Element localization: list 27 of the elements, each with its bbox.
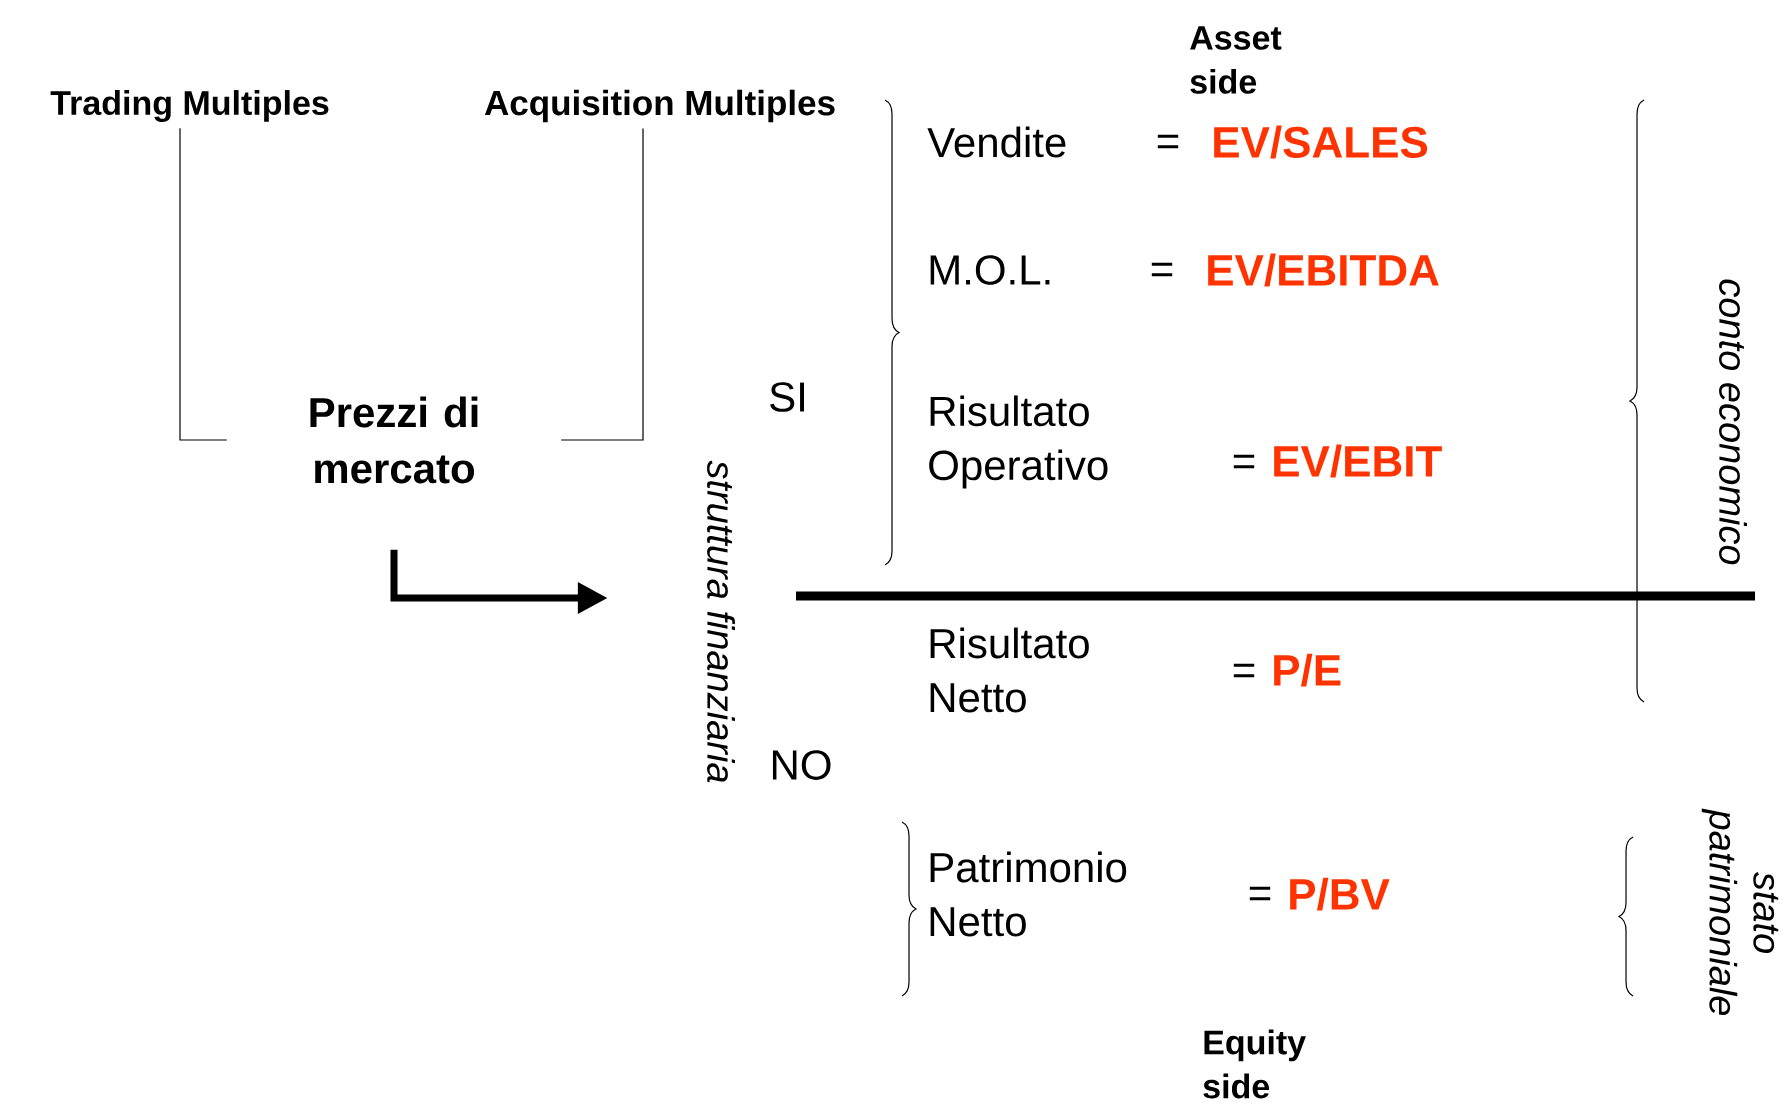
rotated-label: conto economico: [1719, 279, 1747, 565]
heading: Acquisition Multiples: [484, 89, 835, 123]
text-label: Risultato Operativo: [929, 395, 1108, 489]
text-label: Asset side: [1190, 26, 1282, 94]
equals-sign: =: [1233, 663, 1255, 678]
ratio-label: P/E: [1274, 653, 1341, 687]
text-label: Risultato Netto: [930, 627, 1089, 713]
equals-sign: =: [1249, 886, 1271, 901]
ratio-label: P/BV: [1290, 877, 1390, 911]
connector-line: [179, 127, 228, 441]
text-label: Prezzi di mercato: [310, 396, 478, 484]
heading: Trading Multiples: [50, 90, 329, 122]
text-label: Vendite: [927, 126, 1066, 158]
ratio-label: EV/EBIT: [1274, 444, 1442, 478]
ratio-label: EV/EBITDA: [1208, 253, 1439, 287]
text-label: NO: [772, 750, 831, 780]
ratio-label: EV/SALES: [1214, 125, 1428, 159]
rotated-label: stato patrimoniale: [1701, 808, 1779, 1016]
text-label: Patrimonio Netto: [930, 851, 1127, 937]
equals-sign: =: [1233, 454, 1255, 469]
text-label: SI: [770, 382, 804, 412]
connector-line: [560, 127, 644, 441]
equals-sign: =: [1157, 134, 1179, 149]
rotated-label: struttura finanziaria: [707, 460, 735, 783]
text-label: M.O.L.: [930, 255, 1050, 285]
equals-sign: =: [1151, 262, 1173, 277]
text-label: Equity side: [1203, 1029, 1306, 1099]
